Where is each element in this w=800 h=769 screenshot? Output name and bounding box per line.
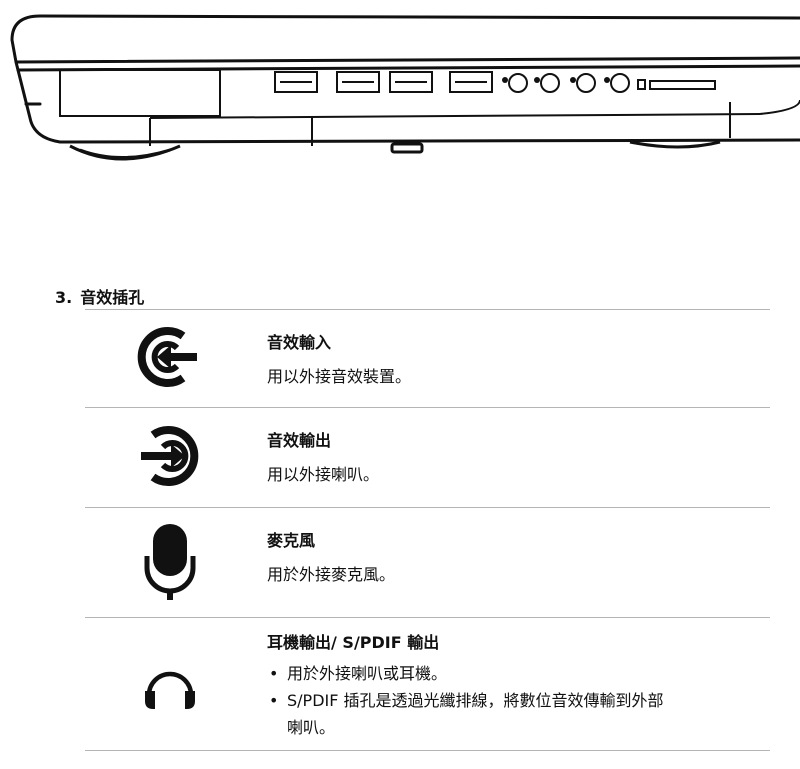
port-row-headphone-spdif: 耳機輸出/ S/PDIF 輸出 用於外接喇叭或耳機。 S/PDIF 插孔是透過光…	[85, 618, 770, 751]
port-text: 麥克風 用於外接麥克風。	[267, 530, 750, 586]
bullet-list: 用於外接喇叭或耳機。 S/PDIF 插孔是透過光纖排線，將數位音效傳輸到外部 喇…	[267, 660, 750, 741]
port-title: 耳機輸出/ S/PDIF 輸出	[267, 633, 440, 652]
bullet-item-continuation: 喇叭。	[287, 718, 336, 737]
audio-out-icon	[141, 426, 199, 486]
port-text: 耳機輸出/ S/PDIF 輸出 用於外接喇叭或耳機。 S/PDIF 插孔是透過光…	[267, 632, 750, 741]
port-description: 用以外接音效裝置。	[267, 367, 412, 386]
laptop-side-illustration	[10, 14, 800, 161]
port-title: 麥克風	[267, 531, 316, 550]
port-row-audio-out: 音效輸出 用以外接喇叭。	[85, 408, 770, 508]
section-title: 音效插孔	[80, 288, 145, 307]
port-description: 用以外接喇叭。	[267, 465, 380, 484]
audio-in-icon	[137, 327, 197, 387]
port-title: 音效輸入	[267, 333, 332, 352]
audio-port-list: 音效輸入 用以外接音效裝置。 音效輸出 用以外接喇叭。 麥克風 用於外接麥克風。	[85, 310, 770, 751]
microphone-icon	[144, 524, 196, 600]
section-number: 3.	[55, 288, 73, 307]
bullet-item: 用於外接喇叭或耳機。	[267, 660, 750, 687]
table-top-rule	[85, 309, 770, 310]
port-row-microphone: 麥克風 用於外接麥克風。	[85, 508, 770, 618]
port-text: 音效輸入 用以外接音效裝置。	[267, 332, 750, 388]
port-text: 音效輸出 用以外接喇叭。	[267, 430, 750, 486]
headphone-icon	[145, 671, 195, 709]
port-description: 用於外接麥克風。	[267, 565, 396, 584]
port-title: 音效輸出	[267, 431, 332, 450]
port-row-audio-in: 音效輸入 用以外接音效裝置。	[85, 310, 770, 408]
bullet-item: S/PDIF 插孔是透過光纖排線，將數位音效傳輸到外部	[267, 687, 750, 714]
section-heading: 3. 音效插孔	[55, 284, 144, 308]
